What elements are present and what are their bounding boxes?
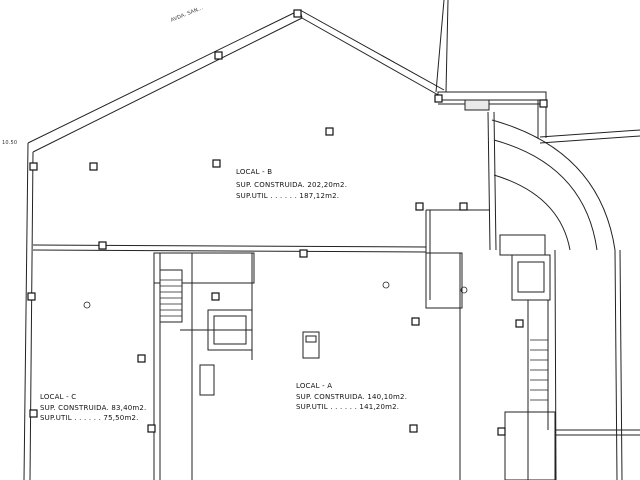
elevation-label: 10.50 <box>2 140 18 146</box>
room-built-area: SUP. CONSTRUIDA. 83,40m2. <box>40 404 147 412</box>
interior-wall-mid <box>32 244 427 253</box>
room-usable-area: SUP.UTIL . . . . . . 187,12m2. <box>236 192 340 200</box>
room-built-area: SUP. CONSTRUIDA. 202,20m2. <box>236 181 348 189</box>
room-built-area: SUP. CONSTRUIDA. 140,10m2. <box>296 393 408 401</box>
room-usable-area: SUP.UTIL . . . . . . 141,20m2. <box>296 403 400 411</box>
curved-ramp <box>491 119 640 480</box>
lighting-points <box>83 281 468 309</box>
terrace-band <box>437 91 547 138</box>
fixture-local-a <box>302 331 320 359</box>
room-title: LOCAL - A <box>296 382 333 390</box>
room-title: LOCAL - C <box>40 393 77 401</box>
exterior-wall-north <box>27 9 303 153</box>
exterior-wall-northeast <box>299 0 449 97</box>
room-title: LOCAL - B <box>236 168 273 176</box>
stair-core-left <box>153 252 255 480</box>
room-usable-area: SUP.UTIL . . . . . . 75,50m2. <box>40 414 139 422</box>
columns <box>27 9 548 436</box>
stair-core-right <box>425 252 640 480</box>
exterior-wall-west <box>23 142 34 480</box>
